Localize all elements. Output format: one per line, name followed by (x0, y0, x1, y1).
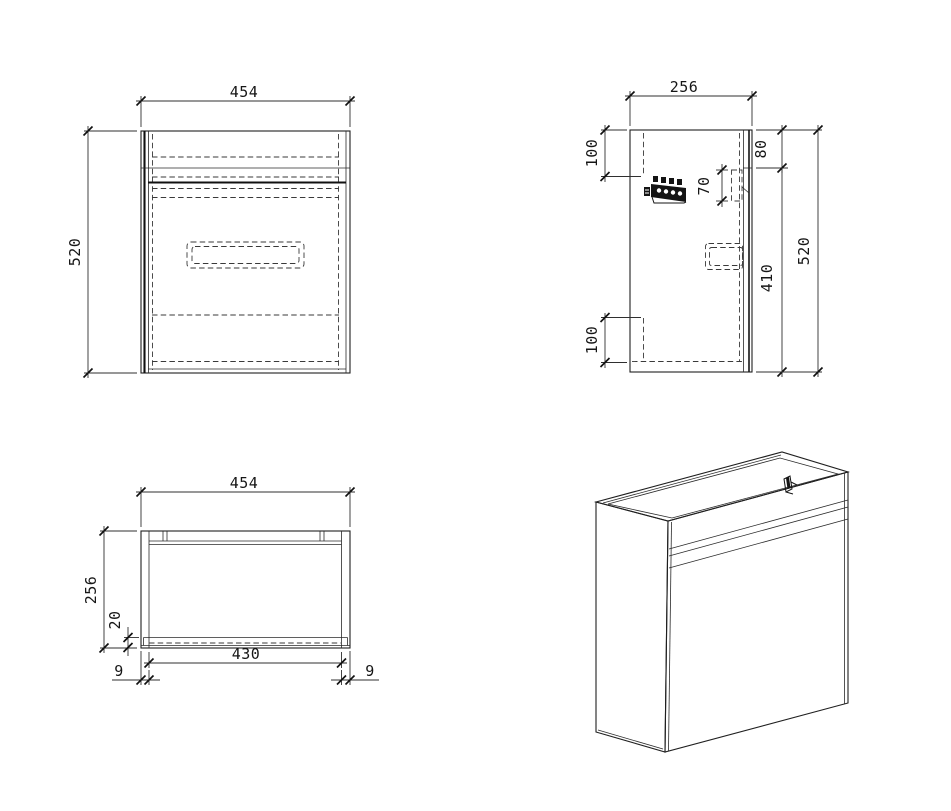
side-view-object (629, 129, 753, 373)
dim-plan-right-panel: 9 (331, 651, 379, 686)
isometric-view (593, 451, 850, 753)
dim-plan-width: 454 (135, 474, 356, 527)
front-view-object (140, 130, 351, 374)
dim-side-rail-label: 80 (752, 139, 770, 158)
dim-plan-opening-label: 430 (232, 645, 261, 663)
side-view: 256 100 100 70 (583, 78, 824, 378)
dim-plan-door: 20 (106, 610, 139, 656)
dim-side-top-offset: 100 (583, 124, 641, 182)
dim-side-bracket-label: 70 (695, 176, 713, 195)
plan-view: 454 256 20 430 (82, 474, 379, 686)
dim-plan-left-panel: 9 (112, 651, 160, 686)
side-handle-recess (705, 243, 743, 270)
dim-side-rail: 80 (752, 124, 822, 174)
dim-plan-width-label: 454 (230, 474, 259, 492)
dim-side-bottom-offset: 100 (583, 312, 641, 368)
dim-plan-depth: 256 (82, 525, 137, 654)
dim-plan-depth-label: 256 (82, 576, 100, 605)
front-handle-recess (186, 241, 305, 269)
dim-front-width-label: 454 (230, 83, 259, 101)
iso-cabinet-body (593, 451, 850, 753)
plan-view-object (140, 530, 351, 649)
dim-plan-left-panel-label: 9 (114, 662, 124, 680)
iso-mounting-clip-detail (783, 475, 798, 495)
dim-side-height: 520 (756, 124, 824, 378)
dim-side-door: 410 (758, 168, 788, 378)
dim-side-bottom-offset-label: 100 (583, 326, 601, 355)
dim-side-depth-label: 256 (670, 78, 699, 96)
dim-side-bracket: 70 (695, 164, 728, 207)
dim-side-height-label: 520 (795, 237, 813, 266)
hinge-bracket-detail (644, 176, 687, 204)
dim-side-depth: 256 (624, 78, 758, 126)
dim-side-top-offset-label: 100 (583, 139, 601, 168)
dim-front-height: 520 (66, 125, 137, 379)
dim-front-height-label: 520 (66, 238, 84, 267)
dim-plan-door-label: 20 (106, 610, 124, 629)
dim-front-width: 454 (135, 83, 356, 127)
dim-side-door-label: 410 (758, 264, 776, 293)
front-view: 454 520 (66, 83, 356, 379)
dim-plan-opening: 430 (143, 645, 347, 669)
dim-plan-right-panel-label: 9 (365, 662, 375, 680)
